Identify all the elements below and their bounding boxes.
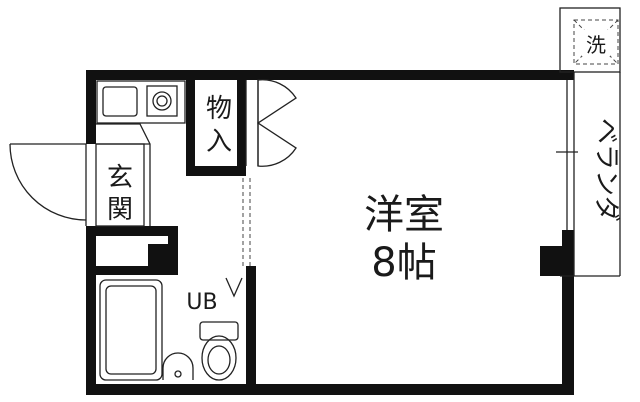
closet-door-swing — [245, 79, 297, 167]
toilet-icon — [199, 321, 239, 381]
washbasin-icon — [162, 352, 194, 380]
main-room-size: 8帖 — [371, 240, 436, 286]
bath-label: UB — [186, 290, 217, 315]
entrance-label-2: 関 — [107, 195, 133, 225]
entrance-label-1: 玄 — [107, 163, 133, 193]
bathtub-icon — [99, 279, 163, 381]
entrance-area — [9, 123, 151, 227]
room-labels: 洋室 8帖 物 入 玄 関 UB 洗 ベランダ — [107, 33, 621, 315]
kitchen-counter — [96, 80, 186, 124]
washing-machine-space-icon — [573, 19, 619, 65]
veranda-label: ベランダ — [591, 118, 621, 222]
stove-burner-icon — [146, 85, 178, 117]
door-swing-icon — [9, 143, 87, 226]
storage-label-1: 物 — [206, 94, 232, 124]
veranda — [556, 7, 621, 277]
exterior-walls — [86, 70, 574, 395]
laundry-label: 洗 — [586, 33, 606, 57]
bathroom — [99, 277, 243, 381]
interior-walls — [96, 80, 562, 391]
main-room-name: 洋室 — [364, 192, 444, 238]
passage-dashed-line — [242, 178, 251, 266]
storage-label-2: 入 — [206, 127, 232, 157]
sink-icon — [102, 86, 138, 117]
